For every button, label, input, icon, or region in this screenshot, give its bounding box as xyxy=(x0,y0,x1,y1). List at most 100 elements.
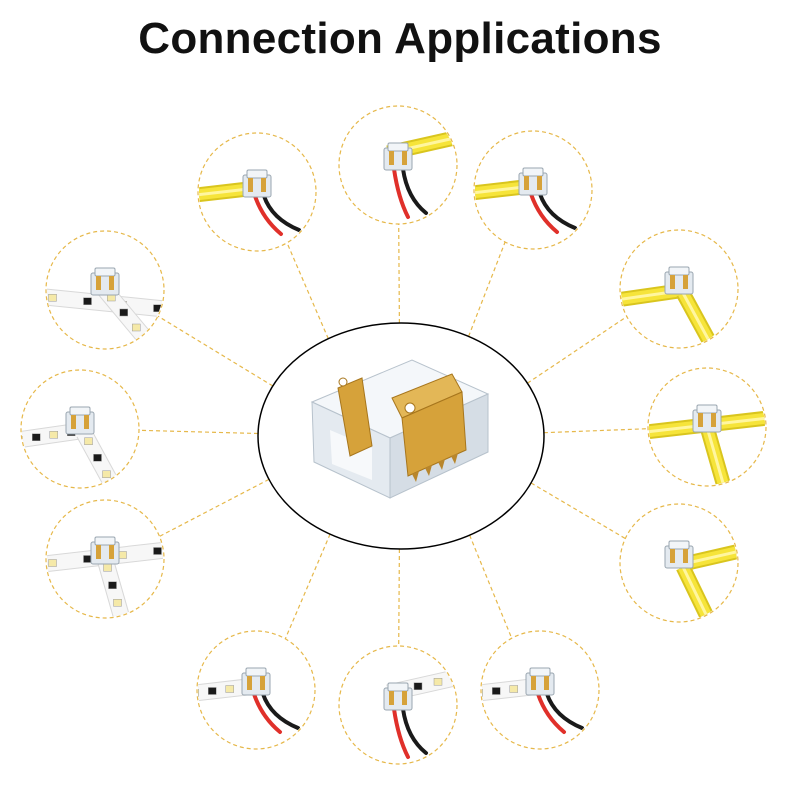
application-thumbnail xyxy=(621,266,726,347)
transparent-connector-with-gold-pins xyxy=(310,359,490,499)
led-chip xyxy=(453,673,456,681)
red-wire xyxy=(536,692,566,734)
application-thumbnail xyxy=(475,167,577,234)
dashed-connector-line-7 xyxy=(469,534,513,639)
application-circle-11 xyxy=(20,369,140,494)
application-circle-4 xyxy=(619,229,739,349)
dashed-connector-line-11 xyxy=(138,429,259,435)
red-wire xyxy=(529,192,559,234)
application-circle-5 xyxy=(647,367,767,487)
dashed-connector-line-2 xyxy=(398,223,400,324)
application-circle-9 xyxy=(196,630,316,750)
application-thumbnail xyxy=(198,667,300,734)
led-chip xyxy=(118,551,127,559)
led-chip xyxy=(112,487,120,494)
mini-connector-cap xyxy=(245,667,267,677)
mini-connector-cap xyxy=(668,540,690,550)
led-chip xyxy=(132,323,141,332)
led-chip xyxy=(413,682,423,690)
application-circle-7 xyxy=(480,630,600,750)
application-thumbnail xyxy=(649,404,765,485)
red-wire xyxy=(252,692,282,734)
mini-connector-pin xyxy=(389,691,394,705)
black-wire xyxy=(401,167,428,215)
led-strip-shine xyxy=(705,426,729,485)
mini-connector-pin xyxy=(698,413,703,427)
mini-connector-cap xyxy=(522,167,544,177)
dashed-connector-line-1 xyxy=(286,242,329,339)
dashed-connector-line-4 xyxy=(527,316,628,384)
led-chip xyxy=(84,437,93,445)
led-chip xyxy=(93,454,102,462)
led-chip xyxy=(48,559,57,567)
led-chip xyxy=(208,687,217,695)
application-circle-10 xyxy=(45,499,165,619)
led-chip xyxy=(103,564,112,572)
application-circle-3 xyxy=(473,130,593,250)
mini-connector-pin xyxy=(109,545,114,559)
application-thumbnail xyxy=(664,540,737,621)
led-chip xyxy=(433,678,443,686)
mini-connector-pin xyxy=(248,178,253,192)
led-chip xyxy=(153,547,162,555)
mini-connector-cap xyxy=(246,169,268,179)
mini-connector-pin xyxy=(260,676,265,690)
mini-connector-pin xyxy=(670,275,675,289)
led-chip xyxy=(144,338,153,347)
led-strip-shine xyxy=(681,292,721,347)
led-chip xyxy=(108,581,117,589)
mini-connector-cap xyxy=(668,266,690,276)
application-thumbnail xyxy=(22,406,128,494)
led-chip xyxy=(225,685,234,693)
gold-contact-tooth xyxy=(438,459,445,470)
mini-connector-pin xyxy=(261,178,266,192)
mini-connector-pin xyxy=(71,415,76,429)
red-wire xyxy=(253,194,283,236)
application-thumbnail xyxy=(199,169,301,236)
application-thumbnail xyxy=(47,536,163,617)
connector-lines xyxy=(138,223,649,647)
black-wire xyxy=(401,707,428,755)
application-thumbnail xyxy=(482,667,584,734)
led-chip xyxy=(119,308,128,317)
black-wire xyxy=(538,192,577,230)
black-wire xyxy=(261,692,300,730)
gold-contact-left xyxy=(337,377,373,457)
page-title: Connection Applications xyxy=(138,14,662,63)
application-circle-12 xyxy=(45,230,165,350)
mini-connector-pin xyxy=(247,676,252,690)
application-circle-2 xyxy=(338,105,458,225)
red-wire xyxy=(392,707,410,759)
dashed-connector-line-12 xyxy=(157,315,274,387)
mini-connector-pin xyxy=(670,549,675,563)
led-chip xyxy=(83,297,92,305)
led-chip xyxy=(509,685,518,693)
led-chip xyxy=(118,616,127,617)
dashed-connector-line-6 xyxy=(530,482,626,540)
led-chip xyxy=(48,294,57,302)
dashed-connector-line-3 xyxy=(468,241,506,337)
mini-connector-cap xyxy=(529,667,551,677)
led-chip xyxy=(198,689,199,697)
gold-contact-hole xyxy=(338,377,348,387)
dashed-connector-line-10 xyxy=(159,478,270,537)
mini-connector-pin xyxy=(711,413,716,427)
application-circle-1 xyxy=(197,132,317,252)
black-wire xyxy=(262,194,301,232)
mini-connector-pin xyxy=(84,415,89,429)
mini-connector-pin xyxy=(96,545,101,559)
gold-contact-right xyxy=(401,391,467,477)
mini-connector-pin xyxy=(544,676,549,690)
led-chip xyxy=(32,433,41,441)
dashed-connector-line-5 xyxy=(543,428,649,434)
mini-connector-cap xyxy=(387,142,409,152)
led-strip-shine xyxy=(681,566,717,621)
mini-connector-pin xyxy=(524,176,529,190)
mini-connector-pin xyxy=(389,151,394,165)
application-circle-8 xyxy=(338,645,458,765)
mini-connector-pin xyxy=(683,549,688,563)
gold-contact-tooth xyxy=(425,465,432,476)
gold-contact-hole xyxy=(404,402,416,414)
